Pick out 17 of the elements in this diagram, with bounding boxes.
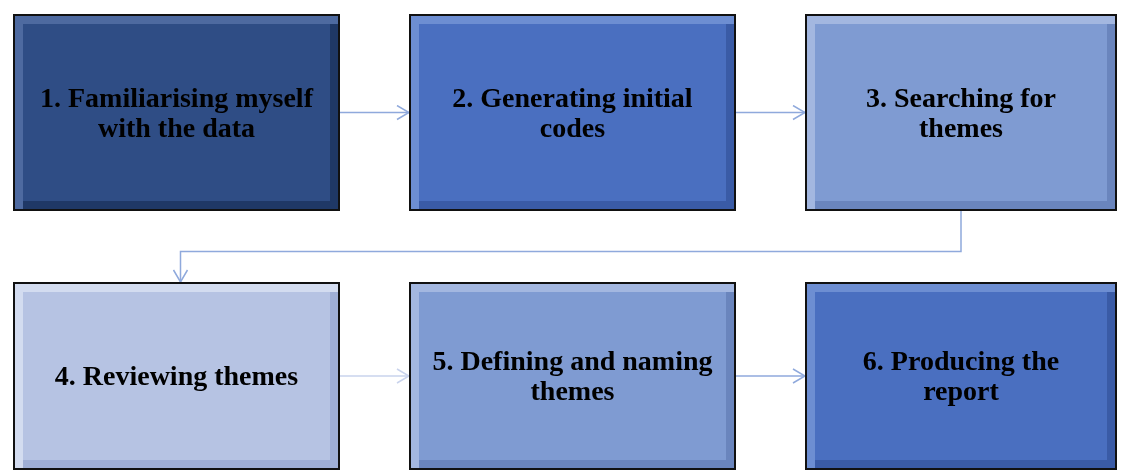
- arrow: [735, 104, 806, 121]
- process-box: [13, 14, 340, 211]
- step-label: 5. Defining and naming themes: [431, 346, 714, 406]
- step-label: 6. Producing the report: [861, 346, 1061, 406]
- arrow: [339, 104, 410, 121]
- arrow: [735, 368, 806, 384]
- process-box: [13, 282, 340, 470]
- step-label: 4. Reviewing themes: [54, 361, 299, 391]
- process-box: [409, 14, 736, 211]
- arrow: [339, 368, 410, 384]
- process-box: [805, 14, 1117, 211]
- step-label: 3. Searching for themes: [865, 82, 1057, 143]
- process-box: [805, 282, 1117, 470]
- step-label: 2. Generating initial codes: [451, 82, 694, 143]
- arrow: [172, 210, 962, 283]
- step-label: 1. Familiarising myself with the data: [39, 82, 315, 143]
- process-box: [409, 282, 736, 470]
